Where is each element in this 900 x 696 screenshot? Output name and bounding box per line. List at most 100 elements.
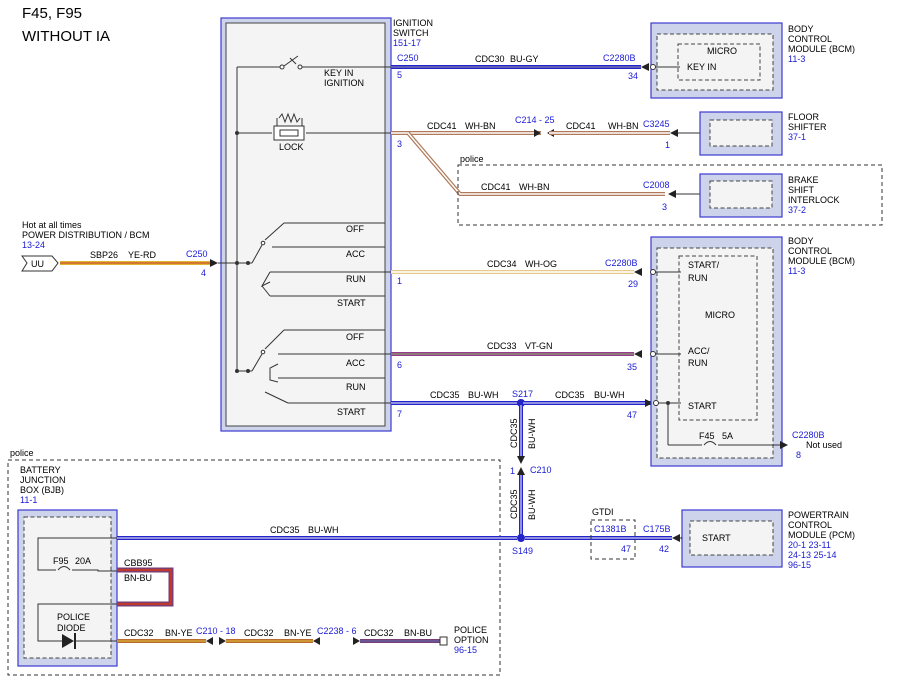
conn-c210[interactable]: C210 (530, 465, 552, 475)
police-region-bottom (7, 459, 501, 676)
conn-c2238-6[interactable]: C2238 - 6 (317, 626, 357, 636)
floor-shifter-box[interactable] (699, 111, 783, 156)
conn-c250-top[interactable]: C250 (397, 53, 419, 63)
hot-ref[interactable]: 13-24 (22, 240, 45, 250)
brake-interlock-box[interactable] (699, 173, 783, 218)
pos-a-run: RUN (346, 274, 366, 284)
wire-cdc35a-circuit: CDC35 (430, 390, 460, 400)
pin-cdc35-7: 7 (397, 409, 402, 419)
wire-cdc32a-circuit: CDC32 (124, 628, 154, 638)
wire-cdc41b-color: WH-BN (608, 121, 639, 131)
bjb-name-2: JUNCTION (20, 475, 66, 485)
bcm-mid-acc-run-2: RUN (688, 358, 708, 368)
diagram-title-line2: WITHOUT IA (22, 28, 110, 45)
brake-interlock-name-3: INTERLOCK (788, 195, 840, 205)
pin-c250-4: 4 (201, 268, 206, 278)
bcm-top-ref[interactable]: 11-3 (788, 54, 805, 64)
splice-s217[interactable]: S217 (512, 389, 533, 399)
conn-c2280b-mid[interactable]: C2280B (605, 258, 638, 268)
wire-cdc33-color: VT-GN (525, 341, 553, 351)
pin-cdc34-1: 1 (397, 276, 402, 286)
ignition-switch-name-1: IGNITION (393, 18, 433, 28)
conn-c214[interactable]: C214 - 25 (515, 115, 555, 125)
not-used-label: Not used (806, 440, 842, 450)
bcm-top-key-in: KEY IN (687, 62, 716, 72)
conn-c2008[interactable]: C2008 (643, 180, 670, 190)
pos-b-start: START (337, 407, 366, 417)
pin-c2280b-47: 47 (627, 410, 637, 420)
bcm-mid-name-2: CONTROL (788, 246, 832, 256)
wire-cbb95-color: BN-BU (124, 573, 152, 583)
pin-c2280b-29: 29 (628, 279, 638, 289)
ignition-switch[interactable] (220, 17, 392, 432)
wire-cdc34-circuit: CDC34 (487, 259, 517, 269)
wire-cdc32c-color: BN-BU (404, 628, 432, 638)
police-bottom-label: police (10, 448, 34, 458)
wire-cdc35b-circuit: CDC35 (555, 390, 585, 400)
wire-cdc35a-color: BU-WH (468, 390, 499, 400)
floor-shifter-name-1: FLOOR (788, 112, 820, 122)
conn-c250-left[interactable]: C250 (186, 249, 208, 259)
bcm-top-micro: MICRO (707, 46, 737, 56)
pcm-refs-3[interactable]: 96-15 (788, 560, 811, 570)
hot-label-1: Hot at all times (22, 220, 82, 230)
wire-cdc35b-color: BU-WH (594, 390, 625, 400)
police-option-ref[interactable]: 96-15 (454, 645, 477, 655)
wire-cdc35v2-circuit: CDC35 (509, 489, 519, 519)
pcm-refs-2[interactable]: 24-13 25-14 (788, 550, 837, 560)
wire-cdc41a-color: WH-BN (465, 121, 496, 131)
lock-solenoid-icon (273, 112, 305, 141)
bcm-top-box[interactable] (650, 22, 783, 99)
wire-cdc41c-circuit: CDC41 (481, 182, 511, 192)
bjb-name-3: BOX (BJB) (20, 485, 64, 495)
pos-b-acc: ACC (346, 358, 366, 368)
pcm-name-2: CONTROL (788, 520, 832, 530)
brake-interlock-name-1: BRAKE (788, 175, 819, 185)
pos-a-acc: ACC (346, 249, 366, 259)
conn-c210-18[interactable]: C210 - 18 (196, 626, 236, 636)
bjb-ref[interactable]: 11-1 (20, 495, 37, 505)
bcm-mid-acc-run-1: ACC/ (688, 346, 710, 356)
bjb-name-1: BATTERY (20, 465, 61, 475)
conn-c1381b[interactable]: C1381B (594, 524, 627, 534)
bcm-mid-start-run-1: START/ (688, 260, 720, 270)
wire-cdc35v1-color: BU-WH (527, 419, 537, 450)
pin-cdc41-3: 3 (397, 139, 402, 149)
wire-cdc32a-color: BN-YE (165, 628, 193, 638)
bcm-mid-start-run-2: RUN (688, 273, 708, 283)
pcm-name-3: MODULE (PCM) (788, 530, 855, 540)
bcm-mid-box[interactable] (650, 236, 783, 467)
wire-cdc41-a[interactable] (391, 131, 665, 196)
pin-c2280b-35: 35 (627, 362, 637, 372)
wire-cbb95[interactable] (117, 567, 174, 607)
terminal-uu (21, 255, 59, 272)
bcm-mid-ref[interactable]: 11-3 (788, 266, 805, 276)
diode-label-1: POLICE (57, 612, 90, 622)
pin-c175b-42: 42 (659, 544, 669, 554)
conn-c2280b-bottom[interactable]: C2280B (792, 430, 825, 440)
bcm-mid-name-1: BODY (788, 236, 814, 246)
conn-c2280b-top[interactable]: C2280B (603, 53, 636, 63)
pos-b-off: OFF (346, 332, 364, 342)
splice-s149[interactable]: S149 (512, 546, 533, 556)
brake-interlock-ref[interactable]: 37-2 (788, 205, 806, 215)
police-region-top (457, 164, 883, 226)
key-in-switch-icon (279, 55, 303, 70)
floor-shifter-ref[interactable]: 37-1 (788, 132, 806, 142)
ignition-switch-ref[interactable]: 151-17 (393, 38, 421, 48)
hot-label-2: POWER DISTRIBUTION / BCM (22, 230, 150, 240)
police-top-label: police (460, 154, 484, 164)
bcm-top-name-2: CONTROL (788, 34, 832, 44)
splice-s149-dot (517, 534, 525, 542)
conn-c175b[interactable]: C175B (643, 524, 671, 534)
arrow-cdc30 (641, 63, 649, 71)
conn-c3245[interactable]: C3245 (643, 119, 670, 129)
police-option-terminal (439, 636, 448, 646)
fuse-f95-rating: 20A (75, 556, 91, 566)
diagram-title-line1: F45, F95 (22, 5, 82, 22)
pcm-box[interactable] (681, 509, 783, 568)
wire-cdc32b-color: BN-YE (284, 628, 312, 638)
bcm-top-name-1: BODY (788, 24, 814, 34)
pcm-refs-1[interactable]: 20-1 23-11 (788, 540, 831, 550)
gtdi-label: GTDI (592, 507, 614, 517)
